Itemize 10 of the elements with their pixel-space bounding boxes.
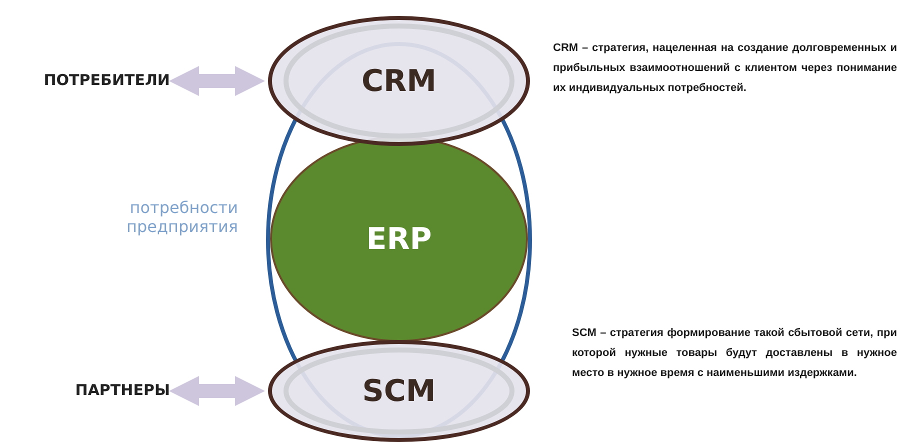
- node-title: CRM: [362, 64, 436, 98]
- double-arrow: [169, 376, 265, 406]
- node-title: SCM: [362, 374, 436, 408]
- node-label: ПАРТНЕРЫ: [75, 381, 170, 399]
- annotation-text: потребности предприятия: [125, 198, 238, 236]
- definition-text: SCM – стратегия формирование такой сбытовой сети, при которой нужные товары будут доставлены в нужное место в нужное время с наименьшими издержками.: [572, 326, 897, 381]
- node-label: ПОТРЕБИТЕЛИ: [44, 71, 170, 89]
- double-arrow: [169, 66, 265, 96]
- definition-text: CRM – стратегия, нацеленная на создание долговременных и прибыльных взаимоотношений с клиентом через понимание их индивидуальных потребностей.: [553, 41, 897, 96]
- node-title: ERP: [366, 222, 432, 256]
